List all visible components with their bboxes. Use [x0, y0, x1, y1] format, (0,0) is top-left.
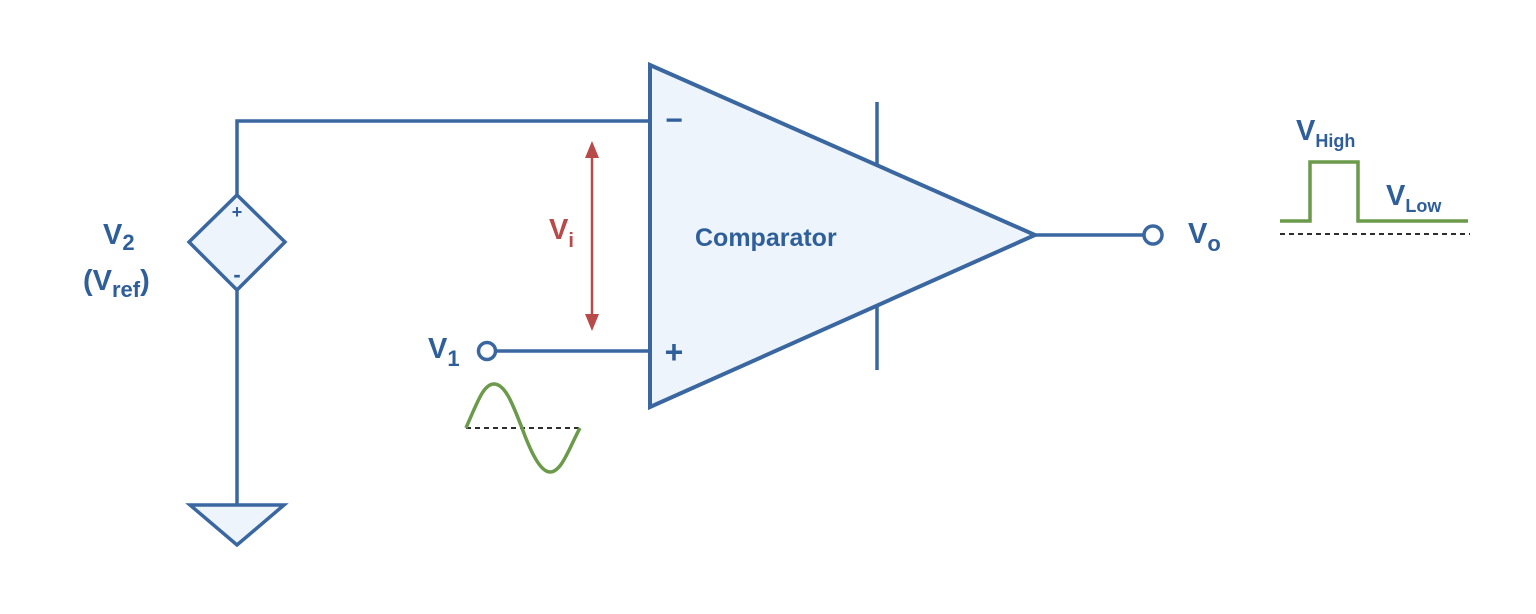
comparator-label: Comparator: [695, 224, 837, 252]
sine-wave-graphic: [464, 382, 582, 474]
sine-wave: [464, 382, 582, 474]
vhigh-label: VHigh: [1296, 115, 1355, 151]
vi-label: Vi: [549, 214, 574, 252]
pulse-wave: [1280, 160, 1468, 223]
wires: [235, 102, 1143, 505]
source-minus-sign: -: [233, 262, 240, 287]
vlow-label: VLow: [1386, 180, 1442, 216]
source-plus-sign: +: [232, 202, 243, 222]
output-pulse-graphic: [1280, 160, 1470, 235]
v1-label: V1: [428, 333, 460, 371]
vi-arrow: [585, 141, 599, 331]
inverting-wire: [235, 119, 650, 195]
vo-terminal: [1142, 224, 1164, 246]
ground-symbol: [185, 503, 289, 548]
v2-label: V2: [103, 219, 135, 255]
vo-label: Vo: [1188, 218, 1221, 256]
noninverting-input-sign: +: [665, 334, 684, 370]
inverting-input-sign: −: [665, 104, 683, 137]
v2-source-diamond: [186, 192, 288, 293]
vref-label: (Vref): [83, 265, 150, 302]
comparator-triangle: [648, 61, 1040, 411]
v1-terminal: [476, 340, 498, 362]
